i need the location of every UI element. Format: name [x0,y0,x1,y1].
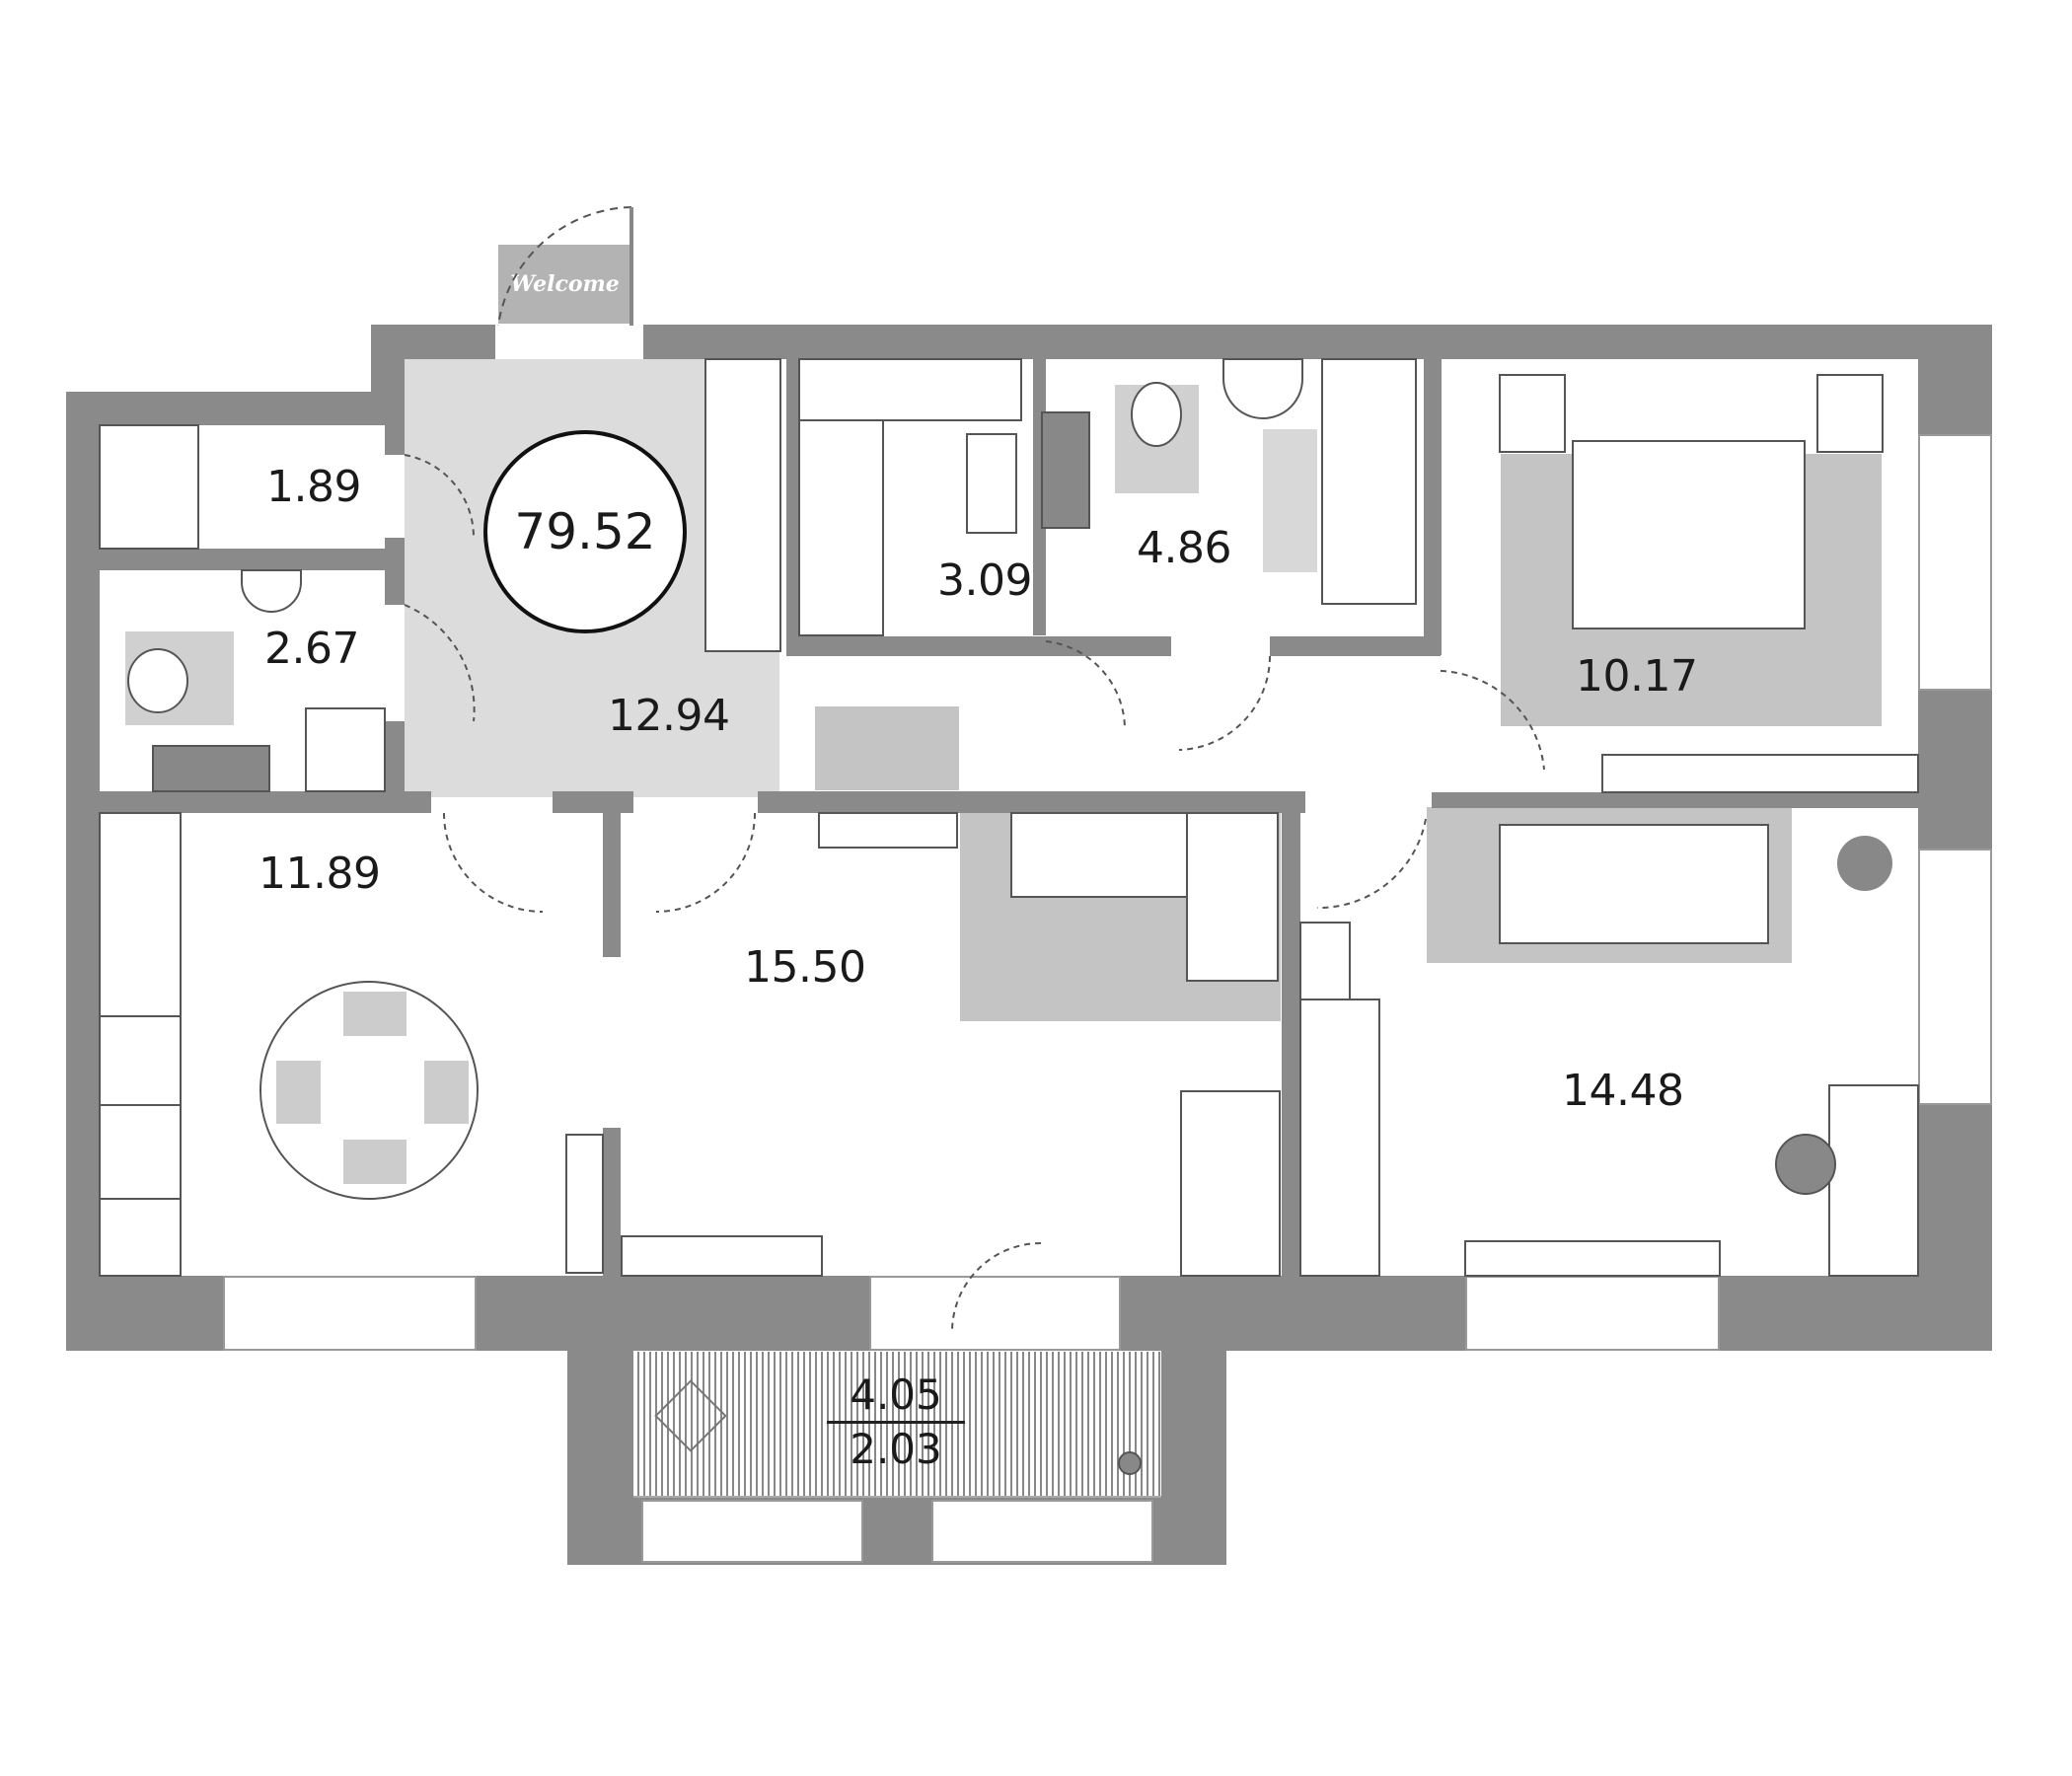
sauna-door-swing-icon [1045,640,1127,731]
sink-icon [1222,358,1303,419]
wall-hall-left-2 [385,538,405,605]
total-area-value: 79.52 [514,503,656,560]
bedroom-2-door-swing-icon [1316,818,1427,910]
balcony-area-full: 4.05 [850,1370,942,1419]
plant-icon [1837,836,1892,891]
bedroom-2-radiator-icon [1299,922,1351,1000]
storage-shelves-icon [99,424,199,550]
radiator-icon [818,812,958,849]
wall-corridor-top-b [1270,636,1441,656]
closet-door-swing-icon [404,454,476,539]
balcony-chair-icon [654,1379,727,1452]
balcony-area: 4.05 2.03 [827,1371,965,1473]
water-heater-icon [305,707,386,792]
room-area-hallway: 12.94 [608,691,730,741]
desk-icon [1828,1084,1919,1277]
bedroom-2-tv-stand-icon [1464,1240,1721,1277]
wc-sink-icon [241,569,302,613]
wall-kitchen-top [100,791,431,813]
wall-sauna-left [786,359,799,653]
kitchen-counter-icon [99,812,182,1277]
wall-top-left [66,392,405,425]
wall-hall-left-3 [385,721,405,797]
nightstand-icon [1499,374,1566,453]
wc-washer-icon [152,745,270,792]
single-bed-icon [1499,824,1769,944]
wc-toilet-icon [127,648,188,713]
total-area-badge: 79.52 [483,430,687,633]
sauna-heater-icon [966,433,1017,534]
sauna-bench-icon [798,358,1022,421]
balcony-lamp-icon [1118,1451,1142,1475]
bedroom-2-wardrobe-icon [1299,999,1380,1277]
room-area-wc: 2.67 [264,624,359,674]
balcony-window-right [931,1500,1153,1563]
kitchen-door-swing-icon [443,812,544,913]
double-bed-icon [1572,440,1806,629]
wall-living-bedroom2 [1282,791,1300,1276]
wall-corridor-top-a [786,636,1171,656]
room-area-living-room: 15.50 [744,942,866,993]
window-kitchen [223,1276,477,1351]
room-area-bathroom: 4.86 [1137,523,1231,573]
bathtub-icon [1321,358,1417,605]
room-area-bedroom-2: 14.48 [1562,1066,1684,1116]
balcony-door-window [869,1276,1121,1351]
room-area-kitchen: 11.89 [259,849,381,899]
fridge-icon [565,1134,604,1274]
wall-left [66,392,100,1351]
wall-top-main [643,325,1992,359]
wall-closet-wc [100,549,404,570]
room-area-sauna: 3.09 [937,555,1032,606]
living-wardrobe-icon [1180,1090,1281,1277]
bedroom-1-tv-stand-icon [1601,754,1919,793]
wall-kitchen-living-2 [603,1128,621,1276]
hall-wardrobe-icon [704,358,781,652]
wall-bath-bedroom1 [1424,359,1442,655]
tv-stand-icon [621,1235,823,1277]
entry-door-swing-icon [497,206,632,327]
wall-living-top [758,791,1305,813]
room-area-bedroom-1: 10.17 [1576,651,1698,702]
wc-door-swing-icon [404,604,476,722]
bathroom-door-swing-icon [1178,655,1271,751]
wall-entry-side [371,325,405,425]
wall-kitchen-top-2 [553,791,633,813]
window-bedroom-1 [1918,434,1992,691]
wall-hall-left [385,425,405,455]
washing-machine-icon [1041,411,1090,529]
chair-icon [1775,1134,1836,1195]
room-area-closet: 1.89 [266,462,361,512]
balcony-window-left [641,1500,863,1563]
window-bedroom-2-side [1918,849,1992,1105]
living-door-swing-icon [655,812,756,913]
dining-table-icon [259,981,479,1200]
fraction-bar [827,1421,965,1424]
balcony-door-swing-icon [951,1242,1042,1333]
corridor-rug [815,706,959,790]
welcome-mat: Welcome [498,245,631,324]
balcony-area-reduced: 2.03 [850,1425,942,1473]
bedroom-1-door-swing-icon [1440,670,1545,771]
wall-bedrooms [1432,792,1918,808]
balcony-floor [633,1352,1161,1498]
wall-kitchen-living [603,813,621,957]
